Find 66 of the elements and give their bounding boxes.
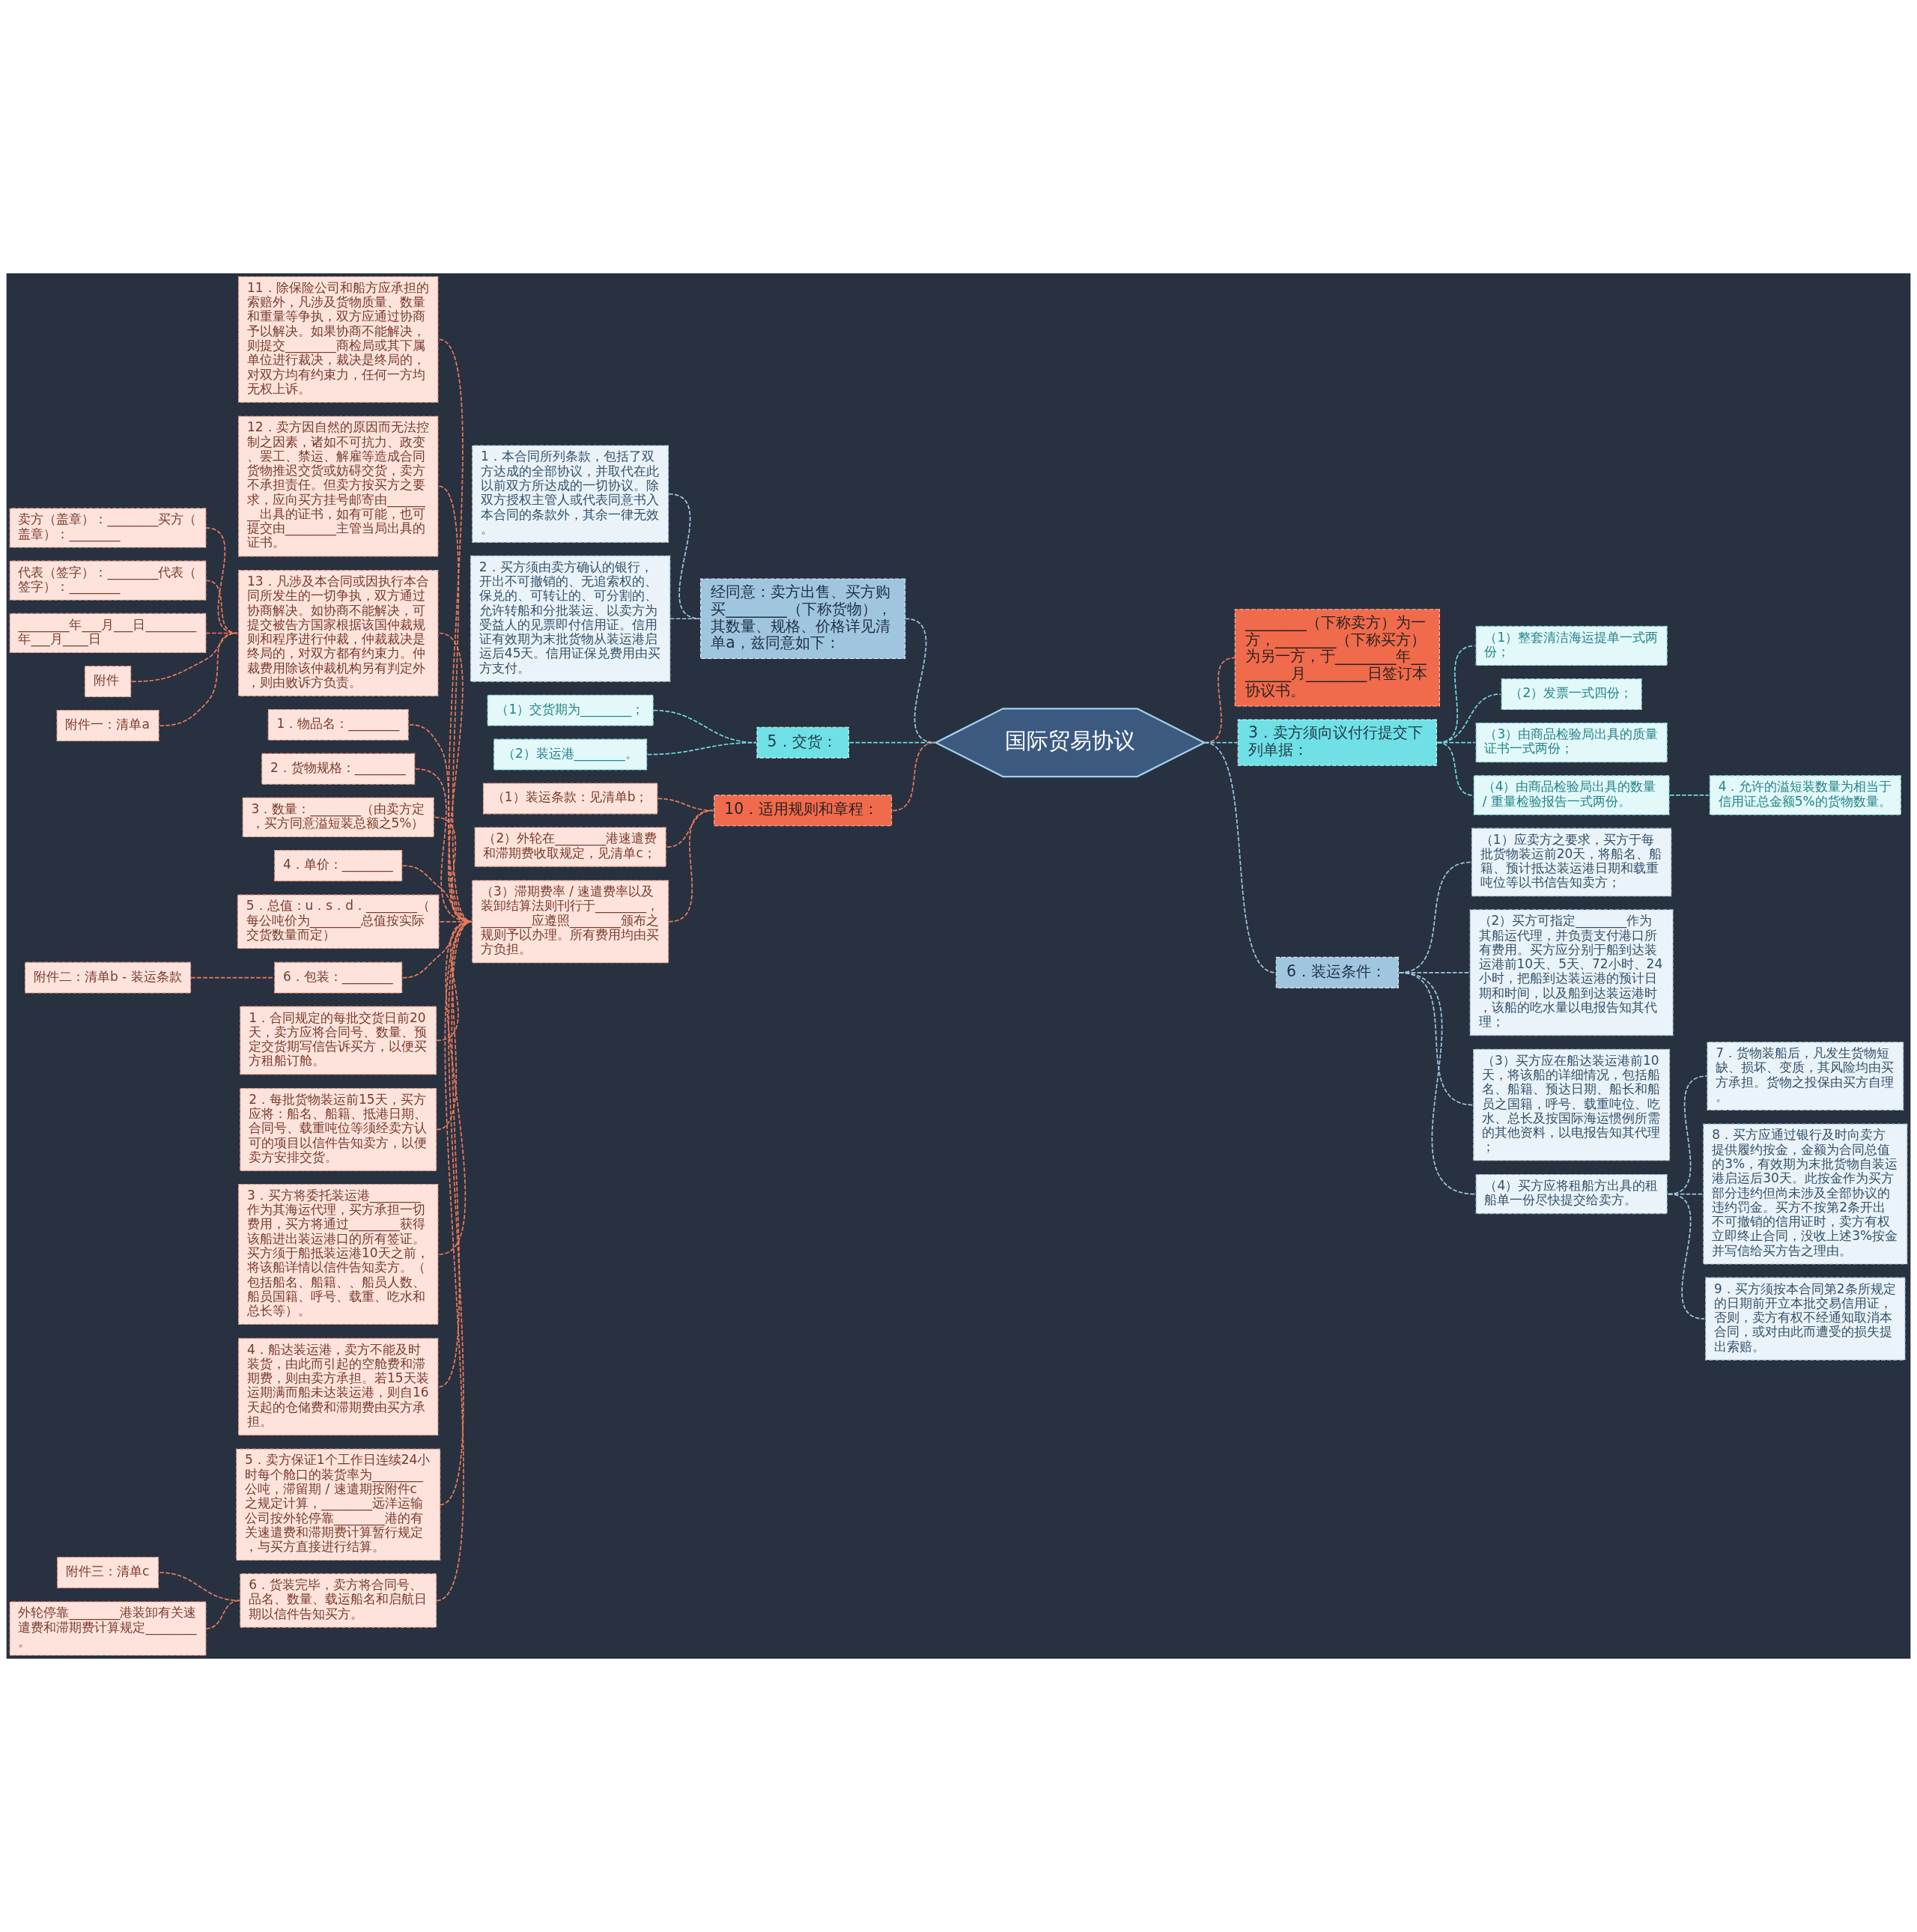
connector <box>130 632 238 682</box>
node-box: 3．数量：________（由卖方定，买方同意溢短装总额之5%） <box>242 797 434 838</box>
node-box: （3）滞期费率 / 速遣费率以及装卸结算法则刊行于________，________应遵照________颁布之规则予以办理。所有费用均由买方负担。 <box>472 880 669 964</box>
connector <box>159 632 238 726</box>
node-box: 5．交货： <box>756 726 849 759</box>
connector <box>1398 971 1476 1195</box>
connector <box>848 741 937 744</box>
node-box: 5．总值：u．s．d．________（每公吨价为________总值按实际交货数量而定） <box>237 894 440 950</box>
node-box: 9．买方须按本合同第2条所规定的日期前开立本批交易信用证，否则，卖方有权不经通知取消本合同，或对由此而遭受的损失提出索赔。 <box>1705 1277 1906 1361</box>
connector <box>1668 1193 1705 1319</box>
node-box: 3．卖方须向议付行提交下列单据： <box>1237 719 1438 766</box>
connector <box>668 493 702 620</box>
node-box: 6．装运条件： <box>1275 956 1400 988</box>
node-box: 11．除保险公司和船方应承担的索赔外，凡涉及货物质量、数量和重量等争执，双方应通过协商予以解决。如果协商不能解决，则提交________商检局或其下属单位进行裁决，裁决是终局的，对双方均有约束力，任何一方均无权上诉。 <box>238 276 439 403</box>
node-box: 4．单价：________ <box>274 850 403 881</box>
node-box: 2．每批货物装运前15天，买方应将：船名、船籍、抵港日期、合同号、载重吨位等须经卖方认可的项目以信件告知卖方，以便卖方安排交货。 <box>240 1087 437 1171</box>
node-box: （4）由商品检验局出具的数量 / 重量检验报告一式两份。 <box>1473 775 1670 815</box>
node-box: 3．买方将委托装运港________作为其海运代理，买方承担一切费用，买方将通过________获得该船进出装运港口的所有签证。买方须于船抵装运港10天之前，将该船详情以信件告知卖方。（包括船名、船籍、、船员人数、船员国籍、呼号、载重、吃水和总长等）。 <box>238 1183 439 1325</box>
node-box: （2）买方可指定________作为其船运代理，并负责支付港口所有费用。买方应分别于船到达装运港前10天、5天、72小时、24小时，把船到达装运港的预计日期和时间，以及船到达装运港时，该船的吃水量以电报告知其代理； <box>1469 909 1674 1036</box>
node-box: 2．买方须由卖方确认的银行，开出不可撤销的、无追索权的、保兑的、可转让的、可分割的、允许转船和分批装运、以卖方为受益人的见票即付信用证。信用证有效期为末批货物从装运港启运后45天。信用证保兑费用由买方支付。 <box>470 555 671 682</box>
connector <box>892 741 937 812</box>
connector <box>666 809 714 848</box>
node-box: （1）交货期为________； <box>487 694 654 726</box>
node-box: 6．货装完毕，卖方将合同号、品名、数量、载运船名和启航日期以信件告知买方。 <box>240 1573 437 1628</box>
connector <box>1203 741 1276 973</box>
node-box: （1）整套清洁海运提单一式两份； <box>1475 625 1668 666</box>
node-box: （4）买方应将租船方出具的租船单一份尽快提交给卖方。 <box>1475 1173 1668 1215</box>
node-box: 附件一：清单a <box>56 710 160 741</box>
connector <box>205 1600 241 1629</box>
connector <box>669 618 702 620</box>
node-box: （2）外轮在________港速遣费和滞期费收取规定，见清单c； <box>474 827 666 867</box>
node-box: ________（下称卖方）为一方，________（下称买方）为另一方，于________年________月________日签订本协议书。 <box>1234 609 1440 707</box>
node-box: 附件三：清单c <box>57 1557 160 1588</box>
node-box: 附件二：清单b - 装运条款 <box>25 962 192 994</box>
connector <box>646 741 757 756</box>
node-box: 4．允许的溢短装数量为相当于信用证总金额5%的货物数量。 <box>1709 775 1901 815</box>
connector <box>1436 741 1474 796</box>
node-box: 7．货物装船后，凡发生货物短缺、损坏、变质，其风险均由买方承担。货物之投保由买方自理。 <box>1707 1042 1904 1111</box>
node-box: 4．船达装运港，卖方不能及时装货，由此而引起的空舱费和滞期费，则由卖方承担。若15天装运期满而船未达装运港，则自16天起的仓储费和滞期费由买方承担。 <box>238 1337 439 1436</box>
node-box: （2）装运港________。 <box>493 738 648 771</box>
node-box: 6．包装：________ <box>274 962 403 994</box>
node-box: （3）买方应在船达装运港前10天，将该船的详细情况，包括船名、船籍、预达日期、船长和船员之国籍，呼号、载重吨位、吃水、总长及按国际海运惯例所需的其他资料，以电报告知其代理； <box>1473 1048 1671 1161</box>
node-box: 1．本合同所列条款，包括了双方达成的全部协议，并取代在此以前双方所达成的一切协议。除双方授权主管人或代表同意书入本合同的条款外，其余一律无效。 <box>472 445 669 543</box>
node-box: 卖方（盖章）：________买方（盖章）：________ <box>9 508 207 548</box>
connector <box>1669 795 1710 796</box>
node-box: 1．物品名：________ <box>267 708 409 741</box>
node-box: 1．合同规定的每批交货日前20天，卖方应将合同号、数量、预定交货期写信告诉买方，以便买方租船订舱。 <box>240 1006 437 1075</box>
node-box: （1）装运条款：见清单b； <box>482 783 658 815</box>
node-box: （1）应卖方之要求，买方于每批货物装运前20天，将船名、船籍、预计抵达装运港日期和载重吨位等以书信告知卖方； <box>1471 827 1672 897</box>
node-box: 5．卖方保证1个工作日连续24小时每个舱口的装货率为________公吨，滞留期 / 速遣期按附件c之规定计算，________远洋运输公司按外轮停靠________港的有关速遣费和滞期费计算暂行规定，与买方直接进行结算。 <box>236 1448 441 1561</box>
node-box: （2）发票一式四份； <box>1501 678 1642 711</box>
connector <box>657 798 714 812</box>
node-box: ________年___月___日________年___月____日 <box>9 613 207 654</box>
connector <box>190 976 275 979</box>
node-box: 2．货物规格：________ <box>261 753 416 785</box>
connector <box>159 1572 241 1602</box>
node-box: 代表（签字）：________代表（签字）：________ <box>9 560 207 601</box>
connector <box>668 809 714 923</box>
node-box: 外轮停靠________港装卸有关速遣费和滞期费计算规定________。 <box>9 1601 207 1656</box>
node-box: 8．买方应通过银行及时向卖方提供履约按金，金额为合同总值的3%，有效期为末批货物自装运港启运后30天。此按金作为买方部分违约但尚未涉及全部协议的违约罚金。买方不按第2条开出不可撤销的信用证时，卖方有权立即终止合同，没收上述3%按金并写信给买方告之理由。 <box>1703 1123 1908 1265</box>
node-box: 13．凡涉及本合同或因执行本合同所发生的一切争执，双方通过协商解决。如协商不能解决，可提交被告方国家根据该国仲裁规则和程序进行仲裁，仲裁裁决是终局的，对双方都有约束力。仲裁费用除该仲裁机构另有判定外，则由败诉方负责。 <box>238 570 439 696</box>
node-box: 12．卖方因自然的原因而无法控制之因素，诸如不可抗力、政变、罢工、禁运、解雇等造成合同货物推迟交货或妨碍交货，卖方不承担责任。但卖方按买方之要求，应向买方挂号邮寄由________出具的证书，如有可能，也可提交由________主管当局出具的证书。 <box>238 416 439 557</box>
node-box: 附件 <box>84 666 132 698</box>
node-box: 经同意：卖方出售、买方购买________（下称货物），其数量、规格、价格详见清单a，兹同意如下： <box>700 578 906 660</box>
node-box: 10．适用规则和章程： <box>714 795 893 827</box>
node-box: （3）由商品检验局出具的质量证书一式两份； <box>1475 723 1668 763</box>
